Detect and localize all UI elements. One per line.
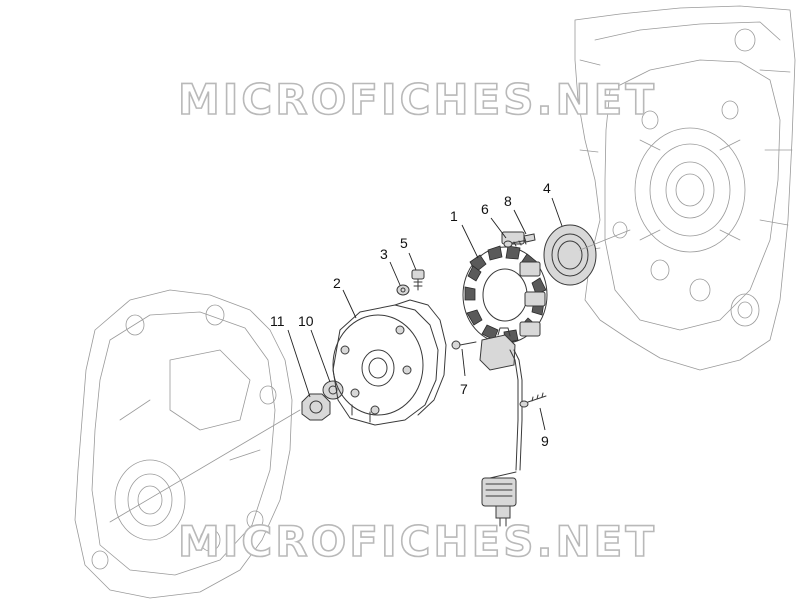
assembly-axis-line-right [579,229,631,251]
flywheel-cover-left [74,289,293,599]
watermark-top: MICROFICHES.NET [178,75,657,124]
callout-11: 11 [270,313,285,329]
callout-8: 8 [504,193,512,209]
part-6-screw [503,239,529,248]
part-7-screw [451,340,477,350]
leader-7 [461,348,466,377]
leader-3 [389,261,401,286]
callout-4: 4 [543,180,551,196]
leader-5 [408,252,417,271]
leader-9 [539,407,546,431]
watermark-bottom: MICROFICHES.NET [178,517,657,566]
callout-1: 1 [450,208,458,224]
callout-5: 5 [400,235,408,251]
part-1-stator [462,231,548,344]
crankcase-right-half [574,5,796,371]
leader-6 [490,217,507,239]
part-10-washer [322,380,344,400]
callout-6: 6 [481,201,489,217]
part-3-washer [396,284,410,296]
part-4-seal [543,224,597,286]
callout-numbers: 1 2 3 4 5 6 7 8 9 10 11 [270,180,551,449]
callout-9: 9 [541,433,549,449]
callout-7: 7 [460,381,468,397]
leader-8 [513,209,527,235]
callout-2: 2 [333,275,341,291]
part-2-flywheel-rotor [332,299,447,426]
assembly-axis-line [109,409,301,523]
part-5-bolt [411,269,425,291]
callout-10: 10 [298,313,314,329]
leader-10 [310,329,331,383]
part-9-screw [519,392,547,408]
leader-11 [287,329,311,398]
leader-4 [551,197,563,227]
callout-leaders [287,197,563,431]
part-7-pickup-and-cable [479,327,523,527]
callout-3: 3 [380,246,388,262]
part-8-pin [523,233,536,243]
leader-2 [342,289,357,319]
leader-1 [461,224,479,259]
part-11-nut [301,393,331,421]
